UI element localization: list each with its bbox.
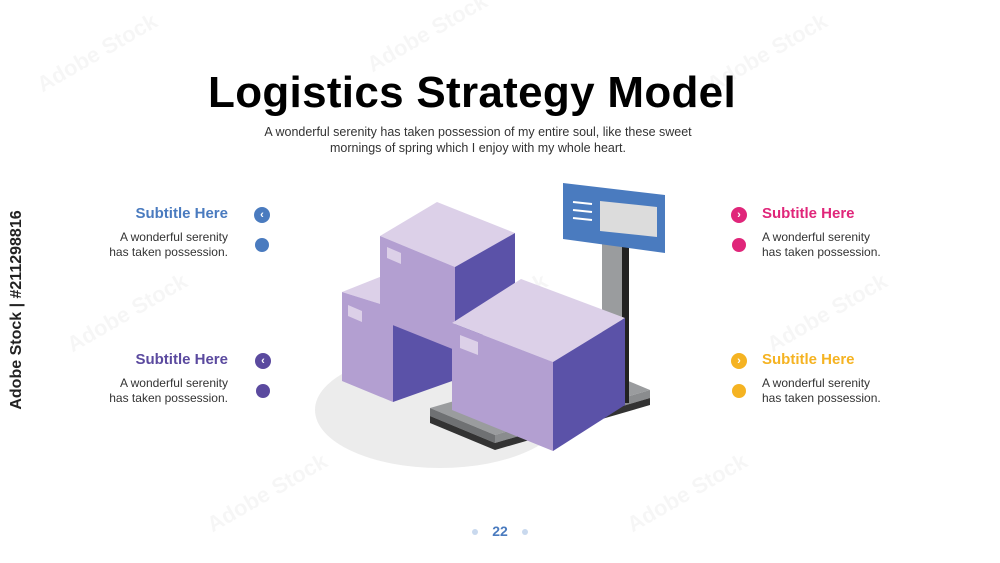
- box-label: [460, 335, 478, 355]
- page-subtitle: A wonderful serenity has taken possessio…: [250, 124, 706, 156]
- display-line: [572, 201, 593, 205]
- marker-dot: [732, 238, 746, 252]
- scale-pole-shadow: [622, 245, 629, 403]
- block-heading: Subtitle Here: [762, 205, 855, 222]
- block-description-line: A wonderful serenity: [762, 230, 871, 244]
- info-block-right-bottom: Subtitle Here A wonderful serenity has t…: [762, 350, 962, 406]
- display-line: [572, 209, 593, 213]
- scale-base-left: [430, 416, 495, 450]
- block-description: A wonderful serenity has taken possessio…: [762, 230, 962, 260]
- block-description-line: has taken possession.: [109, 391, 228, 405]
- boxes-on-scale-illustration: [315, 183, 665, 468]
- block-heading: Subtitle Here: [762, 351, 855, 368]
- block-description-line: A wonderful serenity: [119, 376, 228, 390]
- watermark: Adobe Stock: [63, 268, 192, 358]
- page-indicator-dot: [472, 529, 478, 535]
- display-line: [572, 217, 593, 221]
- block-description: A wonderful serenity has taken possessio…: [762, 376, 962, 406]
- watermark: Adobe Stock: [763, 268, 892, 358]
- box-top: [452, 279, 625, 362]
- subtitle-line: A wonderful serenity has taken possessio…: [264, 125, 692, 139]
- box-right-face: [553, 318, 625, 451]
- marker-dot: [256, 384, 270, 398]
- scale-display-screen: [600, 201, 657, 237]
- block-description: A wonderful serenity has taken possessio…: [28, 230, 228, 260]
- box-left-face: [452, 323, 553, 451]
- info-block-left-top: Subtitle Here A wonderful serenity has t…: [28, 204, 228, 260]
- box-label: [348, 305, 362, 322]
- chevron-right-icon: ›: [731, 353, 747, 369]
- block-description-line: has taken possession.: [109, 245, 228, 259]
- page-indicator-dot: [522, 529, 528, 535]
- info-block-left-bottom: Subtitle Here A wonderful serenity has t…: [28, 350, 228, 406]
- box-label: [387, 247, 401, 264]
- marker-dot: [732, 384, 746, 398]
- block-heading: Subtitle Here: [135, 205, 228, 222]
- block-description: A wonderful serenity has taken possessio…: [28, 376, 228, 406]
- box-top: [380, 202, 515, 267]
- block-description-line: A wonderful serenity: [762, 376, 871, 390]
- chevron-left-icon: ‹: [255, 353, 271, 369]
- chevron-right-icon: ›: [731, 207, 747, 223]
- block-description-line: has taken possession.: [762, 391, 881, 405]
- page-title: Logistics Strategy Model: [208, 68, 736, 117]
- page-number: 22: [492, 523, 508, 539]
- block-description-line: A wonderful serenity: [119, 230, 228, 244]
- subtitle-line: mornings of spring which I enjoy with my…: [330, 141, 626, 155]
- stock-id-label: Adobe Stock | #211298816: [8, 210, 25, 410]
- block-heading: Subtitle Here: [135, 351, 228, 368]
- box-left-face: [380, 236, 455, 350]
- scale-platform-side: [430, 408, 495, 443]
- info-block-right-top: Subtitle Here A wonderful serenity has t…: [762, 204, 962, 260]
- block-description-line: has taken possession.: [762, 245, 881, 259]
- chevron-left-icon: ‹: [254, 207, 270, 223]
- marker-dot: [255, 238, 269, 252]
